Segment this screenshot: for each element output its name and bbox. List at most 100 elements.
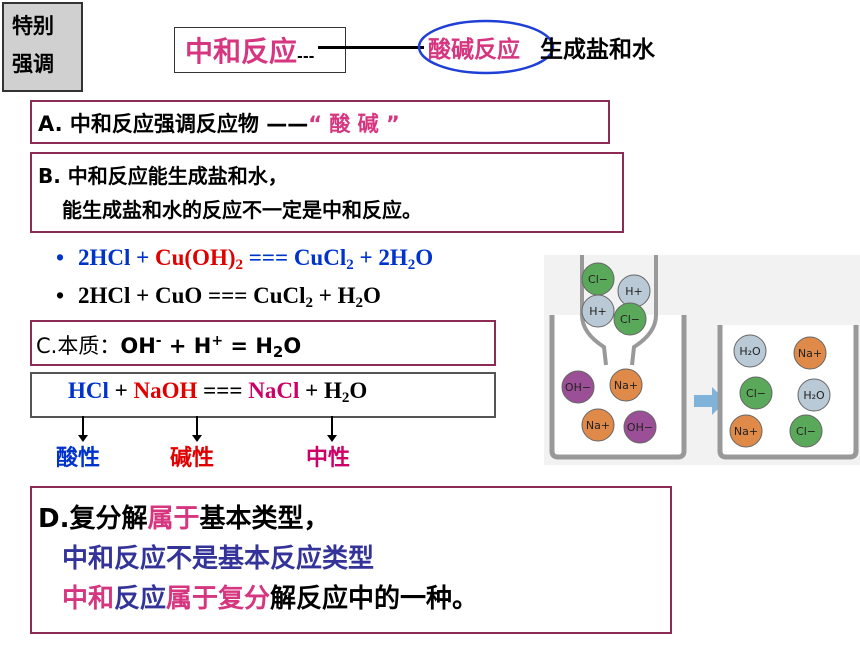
bullet: • bbox=[56, 283, 65, 308]
ion-ball bbox=[581, 408, 615, 442]
point-b-box bbox=[30, 152, 624, 233]
point-d-line-1: D.复分解属于基本类型， bbox=[38, 498, 330, 535]
ion-ball bbox=[793, 336, 827, 370]
label-neutral: 中性 bbox=[306, 446, 351, 471]
eq1-sub-d: 2 bbox=[407, 257, 416, 273]
tag-line-2: 强调 bbox=[12, 52, 54, 76]
point-d-box bbox=[30, 486, 672, 634]
point-b-line-2: 能生成盐和水的反应不一定是中和反应。 bbox=[62, 198, 422, 222]
eq2-sub-b: 2 bbox=[355, 295, 364, 311]
point-c-eq: = H bbox=[223, 334, 273, 358]
eq2-part-a: 2HCl + CuO === CuCl bbox=[78, 283, 306, 308]
ion-label: H₂O bbox=[739, 345, 761, 358]
equation-1: •2HCl + Cu(OH)2 === CuCl2 + 2H2O bbox=[56, 245, 433, 274]
eq2-sub-a: 2 bbox=[305, 295, 314, 311]
point-d-3b: 反应 bbox=[114, 584, 167, 614]
highlight-ellipse bbox=[417, 19, 555, 75]
point-a-text: A. 中和反应强调反应物 ——“ 酸 碱 ” bbox=[38, 108, 400, 138]
point-d-line-3: 中和反应属于复分解反应中的一种。 bbox=[62, 578, 478, 615]
left-top-ions: Cl− H+ H+ Cl− bbox=[581, 262, 651, 336]
eq1-part-e: O bbox=[415, 245, 434, 270]
reaction-o: O bbox=[349, 378, 368, 403]
title-rest: 生成盐和水 bbox=[540, 37, 655, 63]
title-text: 中和反应--- bbox=[185, 30, 314, 70]
point-d-1c: 基本类型， bbox=[199, 504, 330, 534]
reaction-plus-1: + bbox=[108, 378, 134, 403]
ion-ball bbox=[739, 376, 773, 410]
ion-ball bbox=[729, 414, 763, 448]
point-c-sub: 2 bbox=[272, 343, 284, 361]
eq1-part-d: + 2H bbox=[353, 245, 408, 270]
ion-label: Cl− bbox=[588, 273, 608, 286]
point-c-text: C.本质：OH- + H+ = H2O bbox=[36, 330, 301, 361]
eq1-part-c: === CuCl bbox=[243, 245, 347, 270]
title-connector-line bbox=[318, 46, 424, 49]
eq1-sub-c: 2 bbox=[346, 257, 354, 273]
ion-label: Na+ bbox=[586, 419, 610, 432]
ion-ball bbox=[609, 368, 643, 402]
ion-label: OH− bbox=[627, 421, 653, 434]
point-c-oh-sup: - bbox=[155, 333, 162, 349]
point-c-oh: OH bbox=[120, 334, 156, 358]
point-d-1b: 属于 bbox=[147, 504, 200, 534]
ion-ball bbox=[561, 370, 595, 404]
eq1-part-b: Cu(OH) bbox=[155, 245, 236, 270]
title-highlight: 酸碱反应 bbox=[428, 37, 520, 63]
eq2-part-c: O bbox=[363, 283, 381, 308]
dropper-funnel bbox=[580, 255, 658, 366]
arrow-down-base bbox=[192, 416, 202, 442]
reaction-plus-2: + H bbox=[299, 378, 342, 403]
point-c-box bbox=[30, 320, 496, 366]
reaction-arrow: === bbox=[197, 378, 249, 403]
tag-label: 特别 强调 bbox=[2, 2, 83, 92]
point-d-1a: D.复分解 bbox=[38, 504, 148, 534]
point-a-emph: 酸 碱 bbox=[329, 112, 379, 136]
left-bottom-ions: OH−Na+Na+OH− bbox=[561, 368, 657, 444]
ion-label: Cl− bbox=[796, 425, 816, 438]
point-a-main: A. 中和反应强调反应物 —— bbox=[38, 112, 309, 136]
point-d-3c: 属于复分 bbox=[166, 584, 271, 614]
ion-ball bbox=[613, 302, 647, 336]
ion-label: H+ bbox=[589, 305, 607, 318]
title-dashes: --- bbox=[297, 49, 315, 65]
ion-ball bbox=[733, 334, 767, 368]
point-d-3a: 中和 bbox=[62, 584, 115, 614]
ion-label: Na+ bbox=[798, 347, 822, 360]
point-c-plus: + H bbox=[161, 334, 212, 358]
ion-label: H₂O bbox=[803, 389, 825, 402]
reaction-box bbox=[30, 372, 496, 418]
title-main: 中和反应 bbox=[185, 35, 298, 68]
ion-label: Cl− bbox=[620, 313, 640, 326]
arrow-down-neutral bbox=[327, 416, 337, 442]
ion-label: Na+ bbox=[614, 379, 638, 392]
ion-ball bbox=[623, 410, 657, 444]
label-acidic: 酸性 bbox=[56, 446, 101, 471]
point-c-prefix: C.本质： bbox=[36, 334, 121, 358]
point-d-line-2: 中和反应不是基本反应类型 bbox=[62, 544, 375, 574]
ion-label: Na+ bbox=[734, 425, 758, 438]
reaction-h2o-sub: 2 bbox=[341, 390, 350, 406]
point-a-quote-open: “ bbox=[308, 112, 323, 136]
ion-label: H+ bbox=[625, 285, 643, 298]
equation-2: •2HCl + CuO === CuCl2 + H2O bbox=[56, 283, 381, 312]
arrow-down-acid bbox=[78, 416, 88, 442]
eq1-part-a: 2HCl + bbox=[78, 245, 155, 270]
right-ions: H₂O Na+ Cl− H₂O Na+ Cl− bbox=[729, 334, 831, 448]
point-b-line-1: B. 中和反应能生成盐和水， bbox=[38, 164, 288, 188]
ion-ball bbox=[797, 378, 831, 412]
ion-label: Cl− bbox=[746, 387, 766, 400]
label-basic: 碱性 bbox=[170, 446, 215, 471]
reaction-nacl: NaCl bbox=[248, 378, 300, 403]
eq2-part-b: + H bbox=[313, 283, 356, 308]
point-c-o: O bbox=[283, 334, 302, 358]
point-d-3d: 解反应中的一种。 bbox=[270, 584, 479, 614]
ion-ball bbox=[789, 414, 823, 448]
point-a-box bbox=[30, 100, 610, 144]
reaction-naoh: NaOH bbox=[133, 378, 198, 403]
ion-ball bbox=[581, 294, 615, 328]
title-box bbox=[174, 27, 346, 73]
reaction-equation: HCl + NaOH === NaCl + H2O bbox=[68, 378, 367, 407]
bullet: • bbox=[56, 245, 65, 270]
reaction-hcl: HCl bbox=[68, 378, 109, 403]
